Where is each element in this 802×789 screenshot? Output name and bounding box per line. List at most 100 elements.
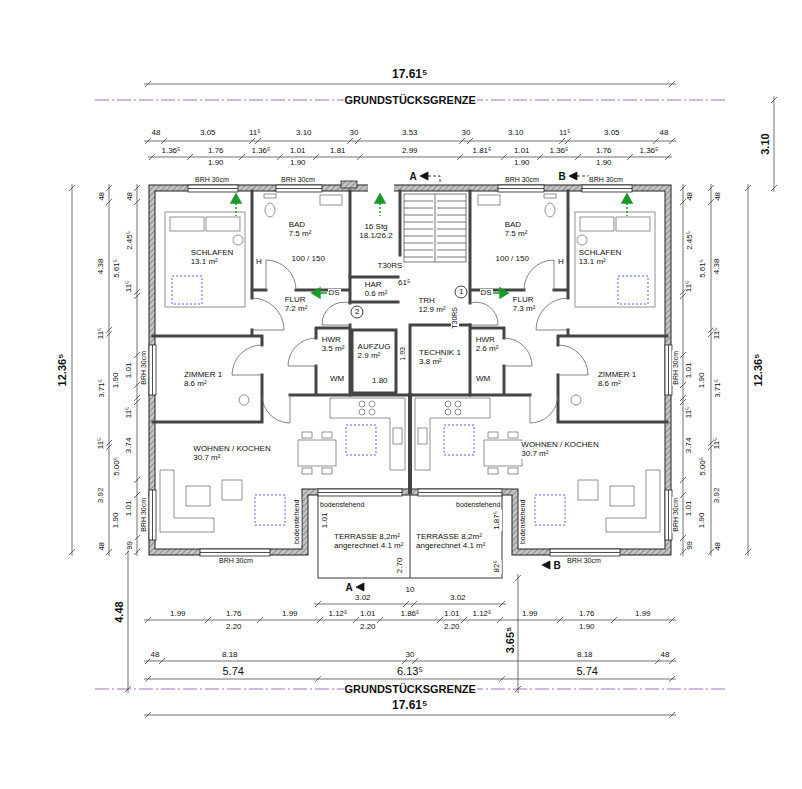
dimension-label: 1.90 — [112, 511, 121, 529]
door-swing — [232, 260, 350, 423]
boundary-label: GRUNDSTÜCKSGRENZE — [344, 683, 477, 695]
dimension-label: 3.02 — [449, 594, 467, 603]
dimension-label: 1.90 — [207, 159, 225, 168]
room-name: TERRASSE 8,2m² — [334, 533, 403, 542]
window-note: bodenstehend — [455, 501, 501, 509]
dimension-label: 1.01 — [513, 147, 531, 156]
plan-note: 100 / 150 — [291, 255, 326, 264]
terrace — [318, 492, 502, 578]
dimension-label: 3.71⁵ — [714, 377, 723, 398]
dimension-line — [69, 81, 777, 718]
furniture — [359, 409, 365, 415]
dimension-label: 1.12⁵ — [472, 610, 493, 619]
parapet-note: BRH 30cm — [218, 557, 254, 565]
dimension-label: 11⁵ — [713, 436, 722, 450]
overall-dimension: 17.61⁵ — [391, 699, 429, 712]
dimension-label: 1.90 — [578, 623, 596, 632]
dimension-label: 82⁵ — [493, 559, 502, 573]
dimension-label: 3.02 — [354, 594, 372, 603]
room-name: SCHLAFEN — [191, 249, 234, 258]
furniture — [206, 217, 240, 231]
dimension-line — [745, 184, 751, 556]
dimension-label: 3.05 — [199, 129, 217, 138]
dimension-label: 5.74 — [576, 665, 599, 677]
dimension-label: 1.99 — [634, 610, 652, 619]
section-marker: B — [558, 171, 567, 182]
room-area: 8.6 m² — [598, 380, 636, 389]
dimension-line — [145, 712, 675, 718]
room-name: HAR — [365, 281, 388, 290]
furniture — [233, 235, 243, 245]
entrance-door — [368, 184, 394, 192]
dimension-label: 1.01 — [443, 610, 461, 619]
plan-note: T30RS — [451, 306, 459, 330]
room-area: 3.5 m² — [322, 345, 345, 354]
room-label: TRH12.9 m² — [417, 297, 446, 314]
dimension-label: 1.76 — [207, 147, 225, 156]
furniture — [239, 395, 249, 405]
section-arrow — [428, 176, 440, 184]
dimension-label: 48 — [98, 540, 107, 551]
room-name: HWR — [476, 336, 499, 345]
furniture — [302, 432, 312, 438]
entry-arrow — [320, 292, 327, 294]
dimension-label: 3.10 — [507, 129, 525, 138]
dimension-label: 11⁵ — [248, 129, 262, 138]
dimension-label: 48 — [150, 651, 161, 660]
callout-circle — [351, 286, 467, 318]
overall-dimension: 17.61⁵ — [391, 68, 429, 81]
room-label: HAR0.6 m² — [364, 281, 389, 298]
plan-note: H — [255, 258, 263, 267]
window-note: bodenstehend — [319, 501, 365, 509]
section-marker: A — [409, 171, 418, 182]
room-label: HWR2.6 m² — [475, 336, 500, 353]
furniture — [302, 468, 312, 474]
furniture — [322, 432, 332, 438]
dimension-line — [69, 184, 75, 556]
dimension-line — [125, 548, 131, 693]
core-wall — [350, 191, 470, 395]
entrance-door — [368, 184, 394, 192]
furniture — [222, 480, 242, 500]
dimension-label: 1.90 — [698, 371, 707, 389]
dimension-label: 99 — [126, 539, 135, 550]
dimension-label: 1.36⁵ — [549, 147, 570, 156]
dimension-label: 1.01 — [359, 610, 377, 619]
dimension-label: 10 — [405, 586, 416, 595]
dimension-line — [315, 601, 505, 607]
window — [153, 189, 669, 553]
outer-wall — [152, 181, 668, 552]
dimension-label: 3.92 — [97, 486, 106, 504]
room-name: WOHNEN / KOCHEN — [193, 445, 270, 454]
dimension-label: 2.70 — [396, 556, 405, 574]
interior-wall — [153, 191, 350, 422]
furniture-zone — [172, 276, 376, 525]
escape-arrow — [375, 194, 385, 203]
furniture — [298, 440, 336, 466]
dimension-label: 1.90 — [595, 159, 613, 168]
window-note: bodenstehend — [519, 499, 527, 545]
escape-arrow — [231, 194, 632, 216]
dimension-label: 2.20 — [359, 623, 377, 632]
dimension-label: 1.01 — [685, 499, 694, 517]
dimension-label: 48 — [151, 129, 162, 138]
plan-note: WM — [475, 375, 491, 384]
property-line — [95, 100, 725, 689]
furniture — [160, 194, 405, 532]
room-label: TERRASSE 8,2m²angerechnet 4.1 m² — [333, 533, 404, 550]
room-label: FLUR7.3 m² — [512, 296, 537, 313]
dimension-label: 1.80 — [371, 377, 389, 386]
dimension-label: 8.18 — [576, 651, 594, 660]
door-swing — [252, 298, 284, 330]
terrace — [318, 492, 502, 578]
dimension-line — [145, 138, 675, 144]
property-line — [95, 100, 725, 689]
parapet-note: BRH 30cm — [672, 350, 680, 386]
dimension-label: 6.13⁵ — [396, 665, 424, 677]
section-marker: A — [345, 582, 354, 593]
furniture — [393, 428, 402, 444]
dimension-label: 3.10 — [295, 129, 313, 138]
furniture — [320, 195, 342, 205]
callout-circle — [455, 286, 467, 298]
section-marker: B — [553, 560, 562, 571]
